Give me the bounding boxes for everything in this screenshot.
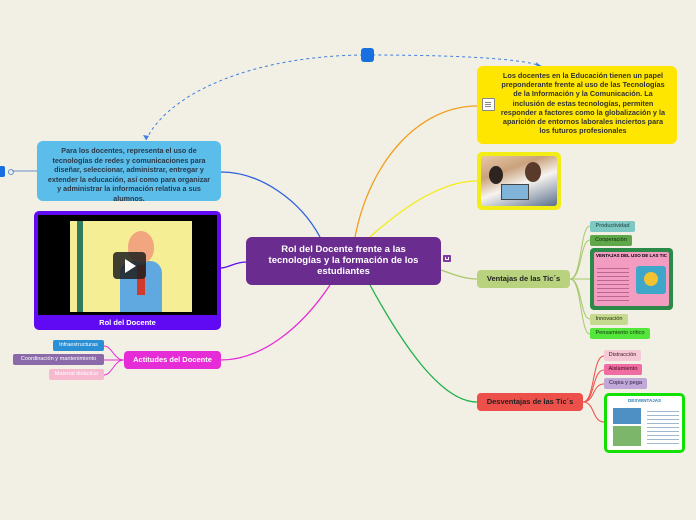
- link-material: [104, 360, 124, 375]
- ventajas-child-label: Innovación: [595, 316, 622, 322]
- link-distraccion: [583, 356, 604, 402]
- actitudes-child-1[interactable]: Coordinación y mantenimiento: [13, 354, 104, 365]
- central-topic[interactable]: Rol del Docente frente a las tecnologías…: [246, 237, 441, 285]
- actitudes-child-label: Material didáctico: [55, 371, 99, 377]
- left-note-node[interactable]: Para los docentes, representa el uso de …: [37, 141, 221, 201]
- ventajas-image[interactable]: VENTAJAS DEL USO DE LAS TIC: [590, 248, 673, 310]
- actitudes-child-0[interactable]: Infraestructuras: [53, 340, 104, 351]
- desventajas-image[interactable]: DESVENTAJAS: [604, 393, 685, 453]
- central-topic-label: Rol del Docente frente a las tecnologías…: [269, 244, 419, 277]
- actitudes-child-2[interactable]: Material didáctico: [49, 369, 104, 380]
- branch-video: [221, 262, 246, 268]
- link-productividad: [570, 226, 590, 279]
- relationship-arrow-left: [143, 135, 149, 140]
- desventajas-infographic: DESVENTAJAS: [607, 396, 682, 450]
- link-aislamiento: [583, 370, 604, 402]
- branch-ventajas: [441, 270, 477, 279]
- photo-node[interactable]: [477, 152, 561, 210]
- ventajas-child-1[interactable]: Cooperación: [590, 235, 632, 246]
- note-icon: [482, 98, 495, 111]
- desventajas-image-header: DESVENTAJAS: [607, 398, 682, 403]
- desventajas-child-1[interactable]: Aislamiento: [604, 364, 642, 375]
- desventajas-child-label: Copia y pega: [609, 380, 642, 386]
- desventajas-child-0[interactable]: Distracción: [604, 350, 641, 361]
- desventajas-node[interactable]: Desventajas de las Tic´s: [477, 393, 583, 411]
- link-pensamiento: [570, 279, 590, 334]
- relationship-handle[interactable]: [361, 48, 374, 62]
- top-note-node[interactable]: Los docentes en la Educación tienen un p…: [477, 66, 677, 144]
- ventajas-child-label: Productividad: [596, 223, 630, 229]
- classroom-photo: [481, 156, 557, 206]
- link-cooperacion: [570, 240, 590, 279]
- actitudes-label: Actitudes del Docente: [133, 355, 212, 364]
- link-innovacion: [570, 279, 590, 319]
- ventajas-child-2[interactable]: Innovación: [590, 314, 628, 325]
- link-infraestructuras: [104, 346, 124, 360]
- actitudes-node[interactable]: Actitudes del Docente: [124, 351, 221, 369]
- ventajas-child-label: Pensamiento crítico: [595, 330, 644, 336]
- video-node[interactable]: Rol del Docente: [34, 211, 221, 330]
- offscreen-node-handle[interactable]: [0, 166, 5, 177]
- branch-actitudes: [221, 285, 330, 360]
- ventajas-node[interactable]: Ventajas de las Tic´s: [477, 270, 570, 288]
- branch-left-note: [221, 172, 320, 237]
- desventajas-child-2[interactable]: Copia y pega: [604, 378, 647, 389]
- ventajas-child-0[interactable]: Productividad: [590, 221, 635, 232]
- left-note-text: Para los docentes, representa el uso de …: [48, 146, 210, 203]
- branch-desventajas: [370, 285, 477, 402]
- ventajas-child-label: Cooperación: [595, 237, 627, 243]
- actitudes-child-label: Infraestructuras: [59, 342, 98, 348]
- video-player[interactable]: [38, 215, 217, 315]
- actitudes-child-label: Coordinación y mantenimiento: [21, 356, 97, 362]
- desventajas-child-label: Distracción: [609, 352, 637, 358]
- desventajas-label: Desventajas de las Tic´s: [487, 397, 574, 406]
- tag-icon[interactable]: [443, 255, 451, 262]
- ventajas-child-3[interactable]: Pensamiento crítico: [590, 328, 650, 339]
- branch-top-note: [355, 106, 477, 237]
- video-title: Rol del Docente: [38, 315, 217, 330]
- branch-photo: [370, 181, 477, 237]
- ventajas-infographic: VENTAJAS DEL USO DE LAS TIC: [594, 252, 669, 306]
- ventajas-image-header: VENTAJAS DEL USO DE LAS TIC: [594, 253, 669, 258]
- play-icon[interactable]: [113, 252, 146, 279]
- top-note-text: Los docentes en la Educación tienen un p…: [501, 71, 665, 135]
- link-anchor-dot[interactable]: [8, 169, 14, 175]
- link-desventajas-image: [583, 402, 604, 422]
- ventajas-label: Ventajas de las Tic´s: [487, 274, 560, 283]
- desventajas-child-label: Aislamiento: [609, 366, 638, 372]
